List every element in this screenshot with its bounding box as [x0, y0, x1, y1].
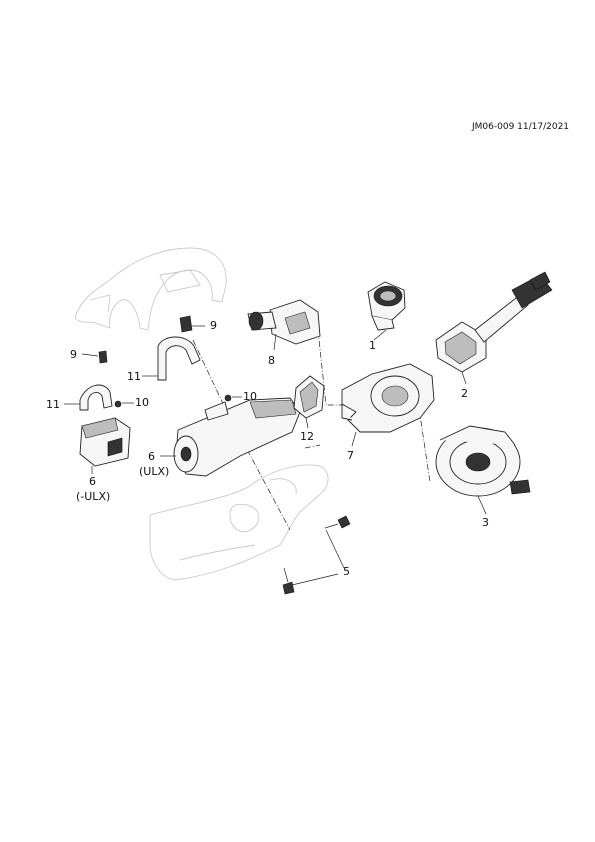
steering-column-lock-ulx	[173, 397, 301, 477]
control-module-non-ulx	[79, 417, 131, 467]
drawing-reference: JM06-009 11/17/2021	[472, 122, 570, 132]
callout-6-ulx: 6	[148, 450, 155, 463]
leader-lines	[91, 329, 487, 586]
callout-9-upper: 9	[210, 319, 217, 332]
lower-shroud-ghost	[149, 464, 329, 581]
callout-11-lower: 11	[46, 398, 60, 411]
connector	[293, 375, 325, 419]
ignition-switch	[367, 281, 406, 331]
callout-10-upper: 10	[243, 390, 257, 403]
callout-10-lower: 10	[135, 396, 149, 409]
bolts	[282, 515, 351, 595]
callout-5: 5	[343, 565, 350, 578]
callout-1: 1	[369, 339, 376, 352]
callout-7: 7	[347, 449, 354, 462]
clock-spring	[435, 425, 531, 497]
switch-housing	[341, 363, 435, 433]
screws	[81, 315, 205, 364]
lever-switch	[247, 299, 321, 345]
callout-3: 3	[482, 516, 489, 529]
upper-shroud-ghost	[74, 247, 227, 331]
callout-6-non-ulx-note: (-ULX)	[76, 490, 111, 503]
callout-8: 8	[268, 354, 275, 367]
multifunction-switch	[435, 271, 553, 373]
callout-2: 2	[461, 387, 468, 400]
callout-6-non-ulx: 6	[89, 475, 96, 488]
callout-12: 12	[300, 430, 314, 443]
small-screws	[114, 394, 242, 408]
callout-6-ulx-note: (ULX)	[139, 465, 170, 478]
callout-11-upper: 11	[127, 370, 141, 383]
brackets	[64, 336, 201, 411]
callout-9-lower: 9	[70, 348, 77, 361]
